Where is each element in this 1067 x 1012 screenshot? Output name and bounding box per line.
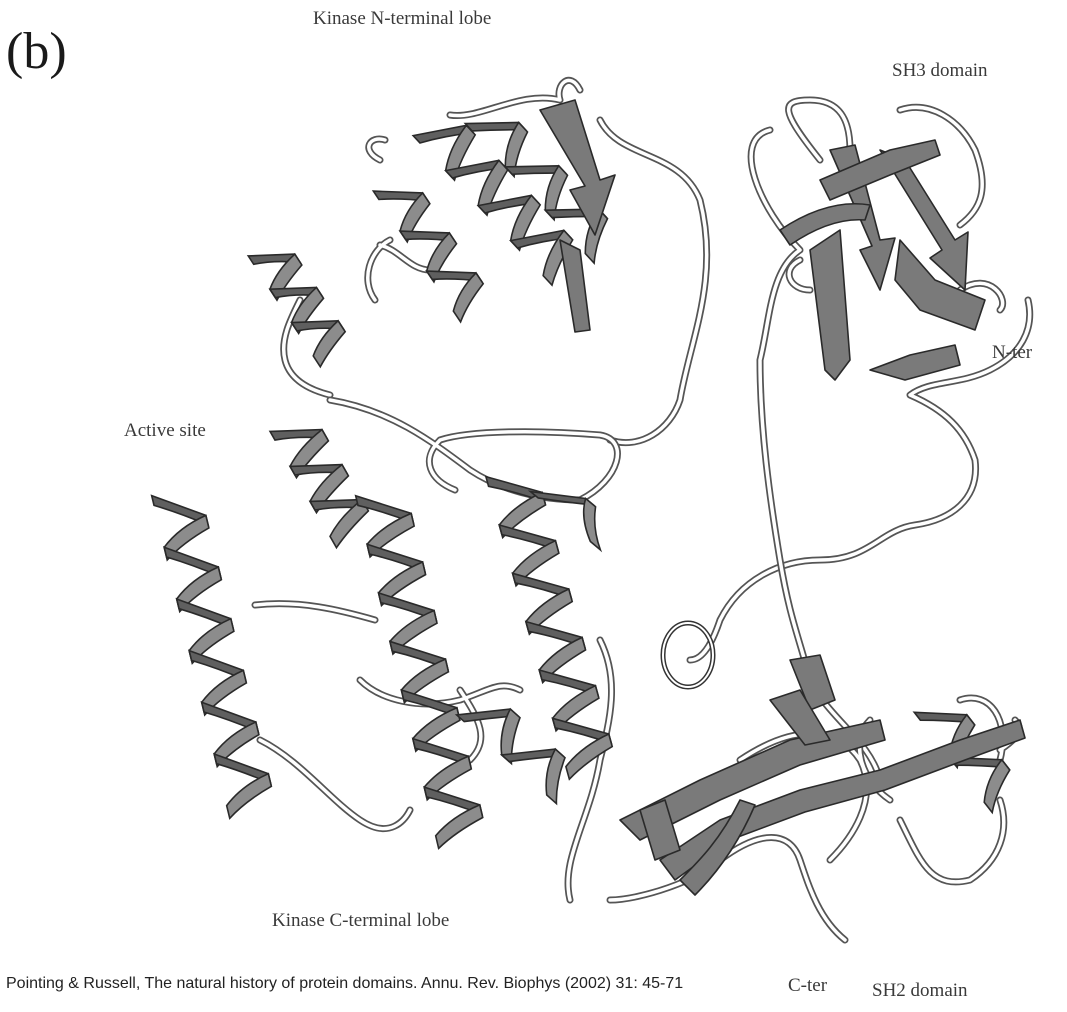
label-sh2-domain: SH2 domain — [872, 980, 968, 1002]
helix-turn-front — [984, 760, 1010, 813]
active-site-loop — [330, 400, 617, 500]
beta-strand — [780, 204, 870, 245]
citation-text: Pointing & Russell, The natural history … — [6, 974, 796, 994]
label-active-site: Active site — [124, 420, 206, 442]
n-lobe-coil — [284, 80, 707, 442]
helix-turn-front — [566, 734, 612, 779]
beta-strands — [540, 100, 1025, 895]
helix-turn-front — [436, 805, 483, 849]
label-n-ter: N-ter — [992, 342, 1032, 364]
label-sh3-domain: SH3 domain — [892, 60, 988, 82]
beta-strand — [810, 230, 850, 380]
helix-turn-front — [453, 273, 483, 322]
panel-letter: (b) — [6, 22, 67, 81]
label-kinase-n-terminal-lobe: Kinase N-terminal lobe — [313, 8, 491, 30]
n-terminal-coil — [690, 300, 1030, 660]
beta-strand — [870, 345, 960, 380]
label-kinase-c-terminal-lobe: Kinase C-terminal lobe — [272, 910, 449, 932]
helix-turn-front — [227, 774, 272, 819]
helix-turn-front — [584, 498, 601, 549]
